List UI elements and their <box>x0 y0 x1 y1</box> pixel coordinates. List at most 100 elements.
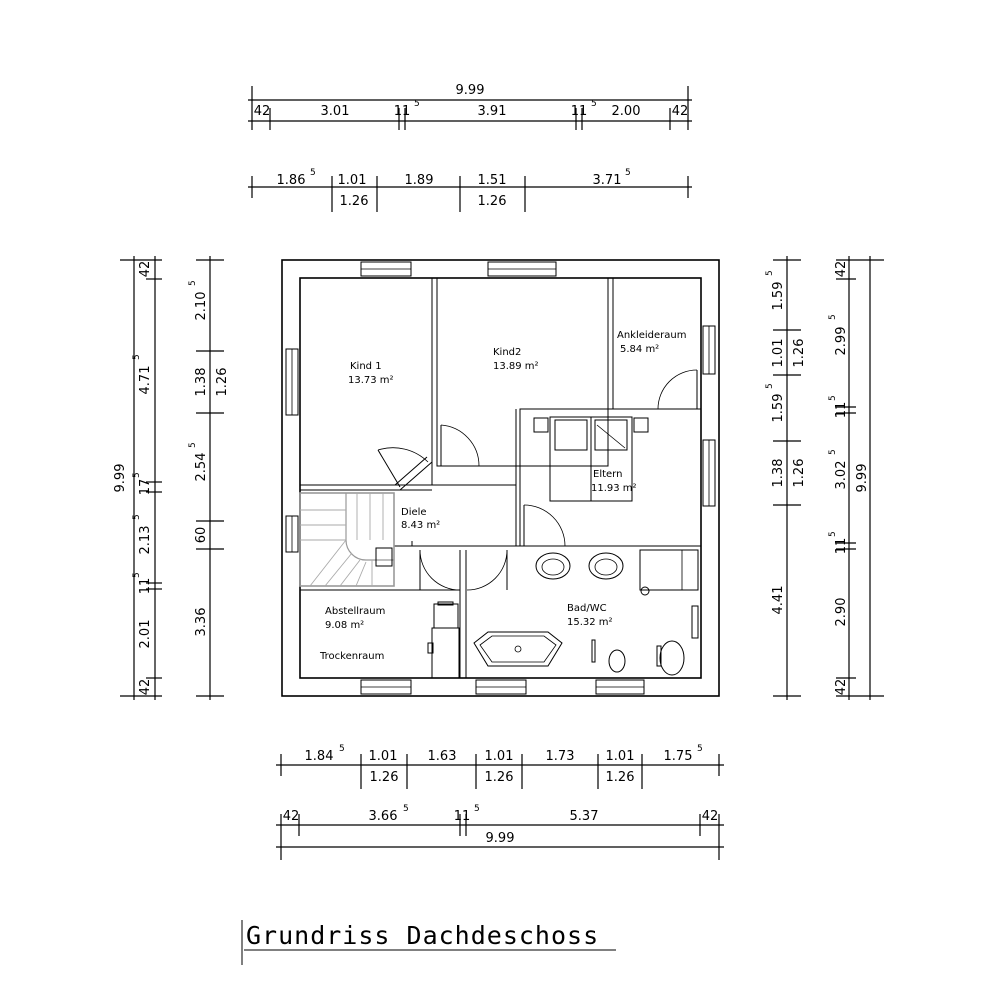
room-area: 11.93 m² <box>591 483 637 494</box>
dim-label: 1.26 <box>478 194 507 209</box>
dim-label: 1.63 <box>428 749 457 764</box>
dimension-top-1: 9.99 42 3.01 11 5 3.91 11 5 2.00 42 <box>248 83 692 130</box>
dim-label: 42 <box>834 261 849 278</box>
dimension-bottom-2: 42 3.66 5 11 5 5.37 42 9.99 <box>276 804 724 860</box>
dim-label: 2.90 <box>834 598 849 627</box>
dim-label: 3.71 <box>593 173 622 188</box>
dim-superscript: 5 <box>765 270 775 276</box>
dim-label: 17 <box>138 479 153 496</box>
dim-superscript: 5 <box>132 472 142 478</box>
dim-superscript: 5 <box>132 572 142 578</box>
room-name: Ankleideraum <box>617 330 687 341</box>
toilet <box>659 640 685 676</box>
dim-label: 1.38 <box>771 459 786 488</box>
dim-label: 42 <box>138 679 153 696</box>
dim-label: 4.41 <box>771 586 786 615</box>
dim-label: 1.01 <box>485 749 514 764</box>
dim-total: 9.99 <box>486 831 515 846</box>
dim-label: 2.10 <box>194 292 209 321</box>
utility-equipment <box>427 601 460 679</box>
dim-label: 1.38 <box>194 368 209 397</box>
page-title: Grundriss Dachdeschoss <box>246 921 599 950</box>
door-kind1 <box>377 447 433 491</box>
bathroom-fixtures <box>473 549 699 676</box>
toilet <box>608 649 626 673</box>
plan-title: Grundriss Dachdeschoss <box>241 920 616 965</box>
dim-label: 2.54 <box>194 453 209 482</box>
bathtub <box>473 631 563 667</box>
dim-superscript: 5 <box>828 449 838 455</box>
dimension-top-2: 1.86 5 1.01 1.26 1.89 1.51 1.26 3.71 5 <box>248 168 692 212</box>
dim-label: 1.26 <box>340 194 369 209</box>
room-area: 13.73 m² <box>348 375 394 386</box>
dim-total: 9.99 <box>855 464 870 493</box>
room-name: Kind 1 <box>350 361 382 372</box>
dim-label: 42 <box>254 104 271 119</box>
dim-superscript: 5 <box>474 804 480 814</box>
doors <box>377 369 698 591</box>
room-area: 9.08 m² <box>325 620 364 631</box>
dim-superscript: 5 <box>132 514 142 520</box>
dim-superscript: 5 <box>188 442 198 448</box>
dim-label: 1.01 <box>369 749 398 764</box>
door-kind2 <box>440 424 480 467</box>
dimension-left-outer: 9.99 42 4.71 5 17 5 2.13 5 11 5 2.01 42 <box>113 256 162 700</box>
dim-label: 1.51 <box>478 173 507 188</box>
room-name: Kind2 <box>493 347 521 358</box>
dim-superscript: 5 <box>625 168 631 178</box>
dim-label: 2.00 <box>612 104 641 119</box>
dim-label: 3.02 <box>834 461 849 490</box>
dim-label: 1.26 <box>370 770 399 785</box>
dim-label: 1.59 <box>771 282 786 311</box>
dim-label: 3.01 <box>321 104 350 119</box>
dim-label: 3.36 <box>194 608 209 637</box>
dim-label: 1.01 <box>338 173 367 188</box>
room-name: Abstellraum <box>325 606 385 617</box>
dim-label: 3.91 <box>478 104 507 119</box>
dim-label: 42 <box>834 679 849 696</box>
shower <box>639 549 699 591</box>
dim-superscript: 5 <box>414 99 420 109</box>
room-labels: Kind 1 13.73 m² Kind2 13.89 m² Ankleider… <box>319 330 687 662</box>
dim-label: 1.26 <box>606 770 635 785</box>
door-ankleide <box>657 369 698 410</box>
dim-label: 1.86 <box>277 173 306 188</box>
door-eltern <box>523 504 566 547</box>
room-name: Diele <box>401 507 427 518</box>
dim-label: 42 <box>283 809 300 824</box>
dim-label: 4.71 <box>138 366 153 395</box>
dim-superscript: 5 <box>339 744 345 754</box>
dim-label: 1.75 <box>664 749 693 764</box>
dim-label: 11 <box>138 578 153 595</box>
staircase <box>299 492 395 587</box>
dim-label: 11 <box>394 104 411 119</box>
dim-label: 1.59 <box>771 394 786 423</box>
door-bad <box>466 549 508 591</box>
dim-label: 5.37 <box>570 809 599 824</box>
dim-label: 2.99 <box>834 327 849 356</box>
dim-superscript: 5 <box>132 354 142 360</box>
dim-label: 11 <box>834 538 849 555</box>
dim-label: 1.26 <box>485 770 514 785</box>
room-name: Eltern <box>593 469 622 480</box>
dim-label: 1.26 <box>792 459 807 488</box>
dim-label: 1.26 <box>792 339 807 368</box>
dim-superscript: 5 <box>591 99 597 109</box>
dim-superscript: 5 <box>310 168 316 178</box>
dim-label: 1.01 <box>606 749 635 764</box>
dim-label: 42 <box>138 261 153 278</box>
room-name-secondary: Trockenraum <box>319 651 384 662</box>
room-area: 8.43 m² <box>401 520 440 531</box>
dimension-left-inner: 2.10 5 1.38 1.26 2.54 5 60 3.36 <box>188 256 230 700</box>
dim-superscript: 5 <box>188 280 198 286</box>
dimension-right-inner: 1.59 5 1.01 1.26 1.59 5 1.38 1.26 4.41 <box>765 256 807 700</box>
room-name: Bad/WC <box>567 603 607 614</box>
dim-superscript: 5 <box>765 383 775 389</box>
dim-label: 1.84 <box>305 749 334 764</box>
dim-superscript: 5 <box>828 314 838 320</box>
dim-superscript: 5 <box>828 531 838 537</box>
dim-label: 1.01 <box>771 339 786 368</box>
dim-label: 1.73 <box>546 749 575 764</box>
dim-label: 2.01 <box>138 620 153 649</box>
